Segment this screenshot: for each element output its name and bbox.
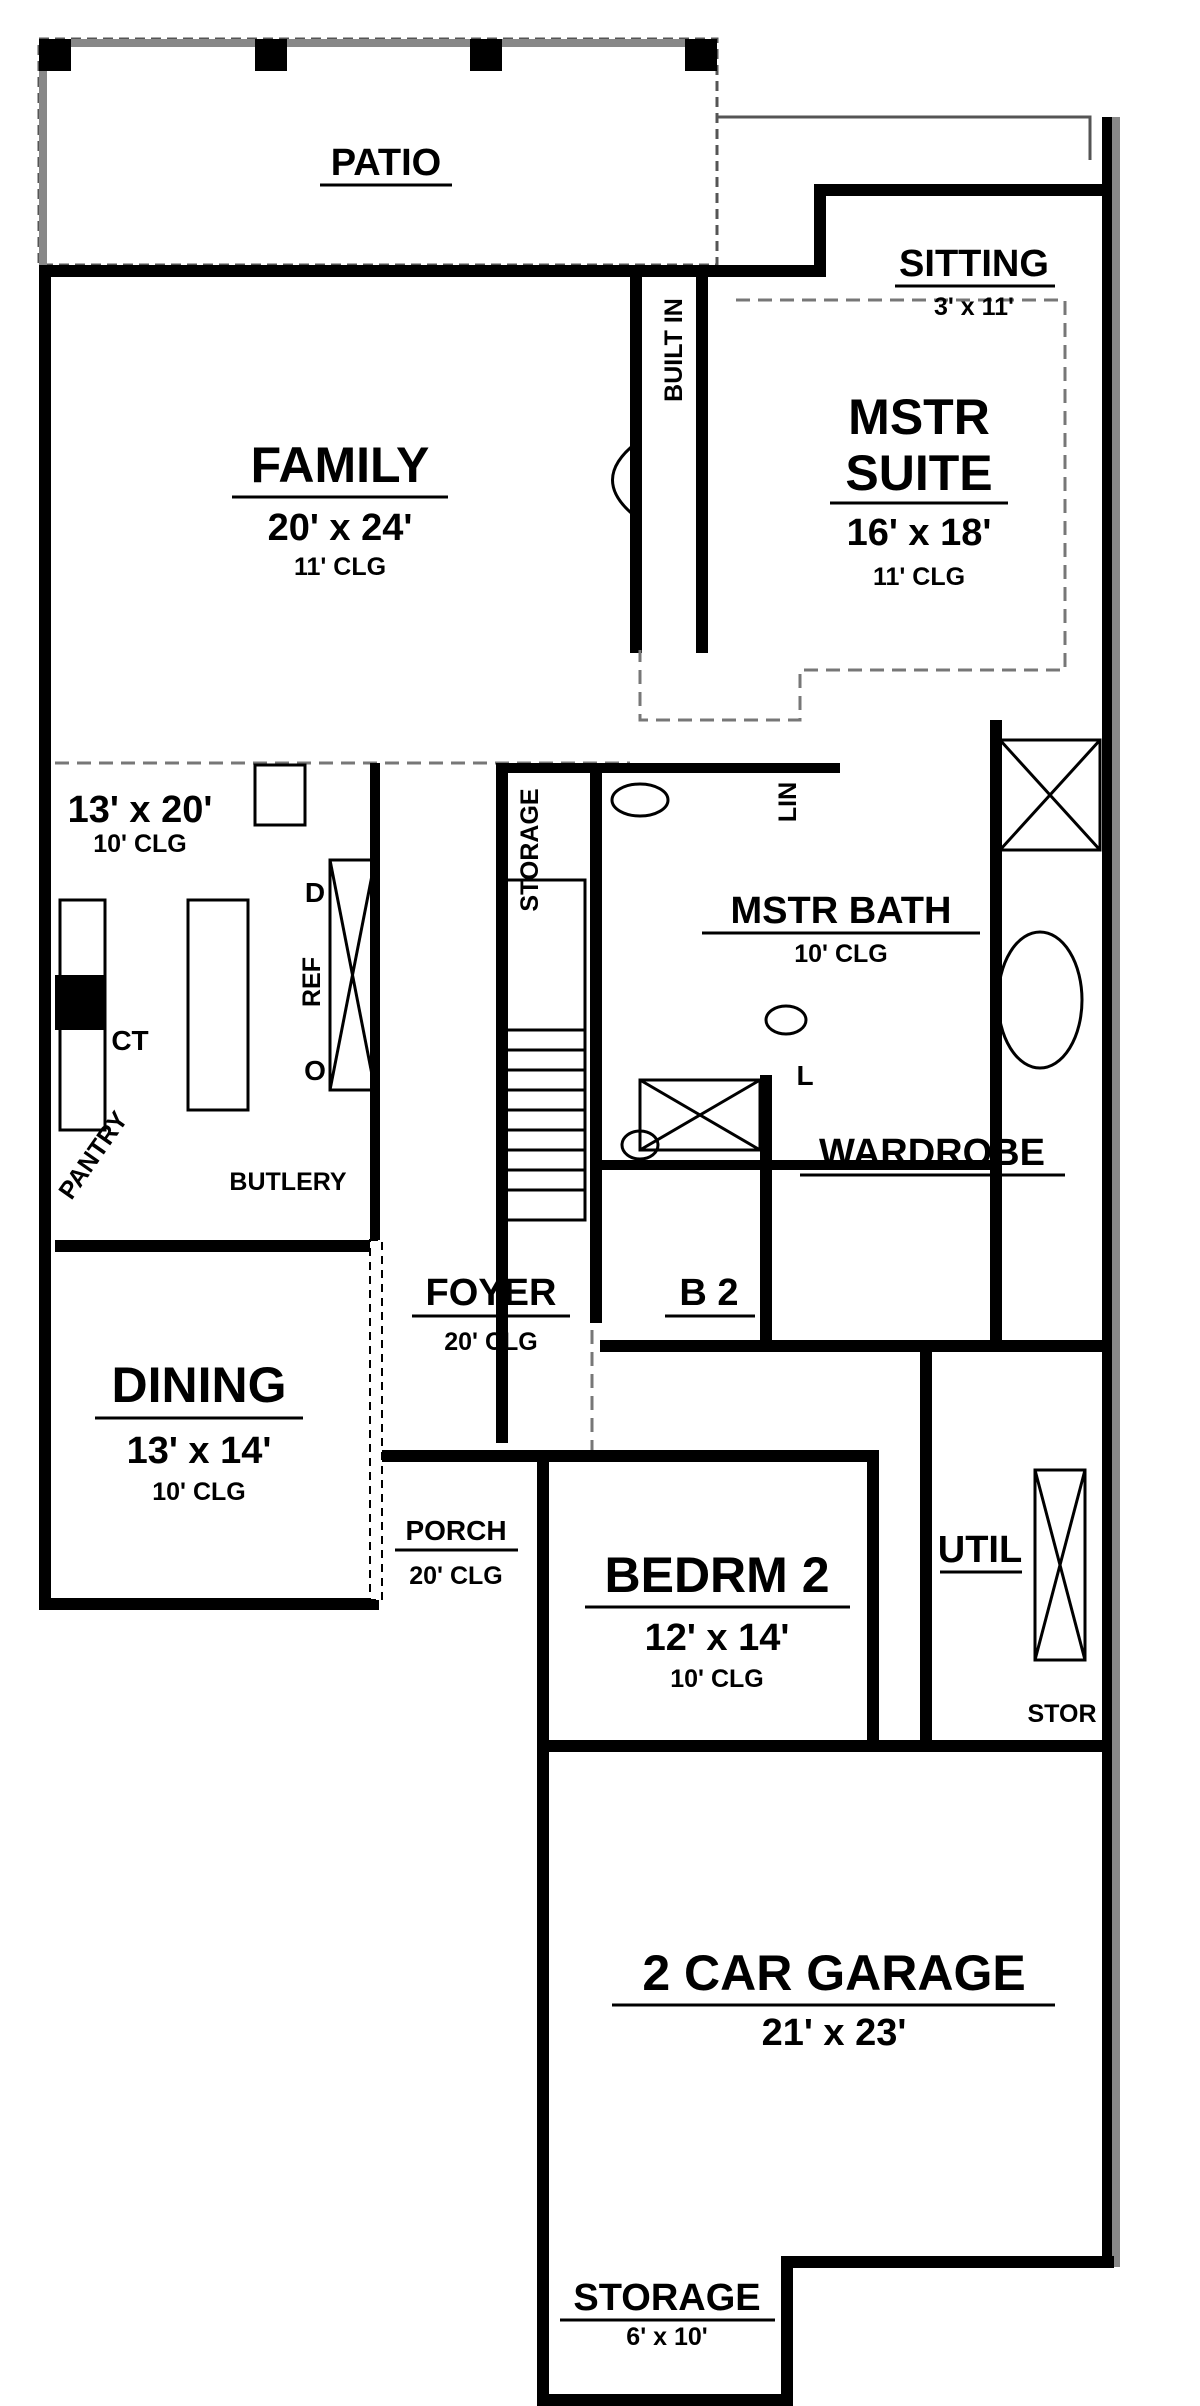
fixtures xyxy=(55,438,1102,1662)
wardrobe-label: WARDROBE xyxy=(819,1132,1045,1174)
cooktop-label: CT xyxy=(111,1025,148,1056)
kitchen-size: 13' x 20' xyxy=(68,789,213,831)
foyer-label: FOYER xyxy=(426,1272,557,1314)
porch-ceiling: 20' CLG xyxy=(409,1562,502,1590)
sitting-label: SITTING xyxy=(899,243,1049,285)
linen-small-label: L xyxy=(796,1060,813,1091)
garage-label: 2 CAR GARAGE xyxy=(642,1945,1025,2001)
room-label-bath2: B 2 xyxy=(665,1272,755,1318)
storage-garage-label: STORAGE xyxy=(573,2277,760,2319)
dishwasher-label: D xyxy=(305,877,325,908)
room-label-wardrobe: WARDROBE xyxy=(800,1132,1065,1177)
master-suite-size: 16' x 18' xyxy=(847,512,992,554)
pantry-label: PANTRY xyxy=(53,1106,133,1204)
stor-label: STOR xyxy=(1028,1700,1097,1728)
oven-label: O xyxy=(304,1055,326,1086)
storage-garage-size: 6' x 10' xyxy=(626,2323,707,2351)
family-label: FAMILY xyxy=(251,437,430,493)
linen-label: LIN xyxy=(774,782,802,822)
built-in-label: BUILT IN xyxy=(660,298,688,402)
room-label-sitting: SITTING 3' x 11' xyxy=(895,243,1055,321)
utility-label: UTIL xyxy=(938,1529,1022,1571)
kitchen-ceiling: 10' CLG xyxy=(93,830,186,858)
family-ceiling: 11' CLG xyxy=(294,553,386,581)
dining-label: DINING xyxy=(112,1357,287,1413)
porch-label: PORCH xyxy=(405,1515,506,1546)
room-label-family: FAMILY 20' x 24' 11' CLG xyxy=(232,437,448,581)
master-suite-label-1: MSTR xyxy=(848,389,990,445)
dining-size: 13' x 14' xyxy=(127,1430,272,1472)
room-label-foyer: FOYER 20' CLG xyxy=(412,1272,570,1356)
butlery-label: BUTLERY xyxy=(229,1168,346,1196)
room-label-dining: DINING 13' x 14' 10' CLG xyxy=(95,1357,303,1506)
refrigerator-label: REF xyxy=(298,957,326,1007)
bedroom2-ceiling: 10' CLG xyxy=(670,1665,763,1693)
interior-walls xyxy=(55,273,1107,1752)
stairs xyxy=(505,1028,585,1192)
master-suite-label-2: SUITE xyxy=(845,445,992,501)
room-label-master-bath: MSTR BATH 10' CLG xyxy=(702,890,980,968)
master-suite-ceiling: 11' CLG xyxy=(873,563,965,591)
bath2-label: B 2 xyxy=(679,1272,738,1314)
garage-size: 21' x 23' xyxy=(762,2012,907,2054)
bedroom2-size: 12' x 14' xyxy=(645,1617,790,1659)
family-size: 20' x 24' xyxy=(268,507,413,549)
sitting-size: 3' x 11' xyxy=(934,293,1014,321)
room-label-master-suite: MSTR SUITE 16' x 18' 11' CLG xyxy=(830,389,1008,591)
patio-area xyxy=(37,37,1092,267)
storage-stair-label: STORAGE xyxy=(516,788,544,911)
room-label-garage: 2 CAR GARAGE 21' x 23' xyxy=(612,1945,1055,2054)
room-label-kitchen: 13' x 20' 10' CLG D REF O CT xyxy=(68,789,326,1086)
room-label-bedroom2: BEDRM 2 12' x 14' 10' CLG xyxy=(585,1547,850,1693)
room-label-storage-garage: STORAGE 6' x 10' xyxy=(560,2277,775,2351)
patio-label: PATIO xyxy=(331,142,441,184)
master-bath-label: MSTR BATH xyxy=(731,890,952,932)
bedroom2-label: BEDRM 2 xyxy=(604,1547,829,1603)
dining-ceiling: 10' CLG xyxy=(152,1478,245,1506)
room-label-patio: PATIO xyxy=(320,142,452,187)
exterior-walls xyxy=(39,117,1120,2406)
master-bath-ceiling: 10' CLG xyxy=(794,940,887,968)
room-label-porch: PORCH 20' CLG xyxy=(395,1515,518,1590)
room-label-utility: UTIL xyxy=(938,1529,1022,1574)
foyer-ceiling: 20' CLG xyxy=(444,1328,537,1356)
